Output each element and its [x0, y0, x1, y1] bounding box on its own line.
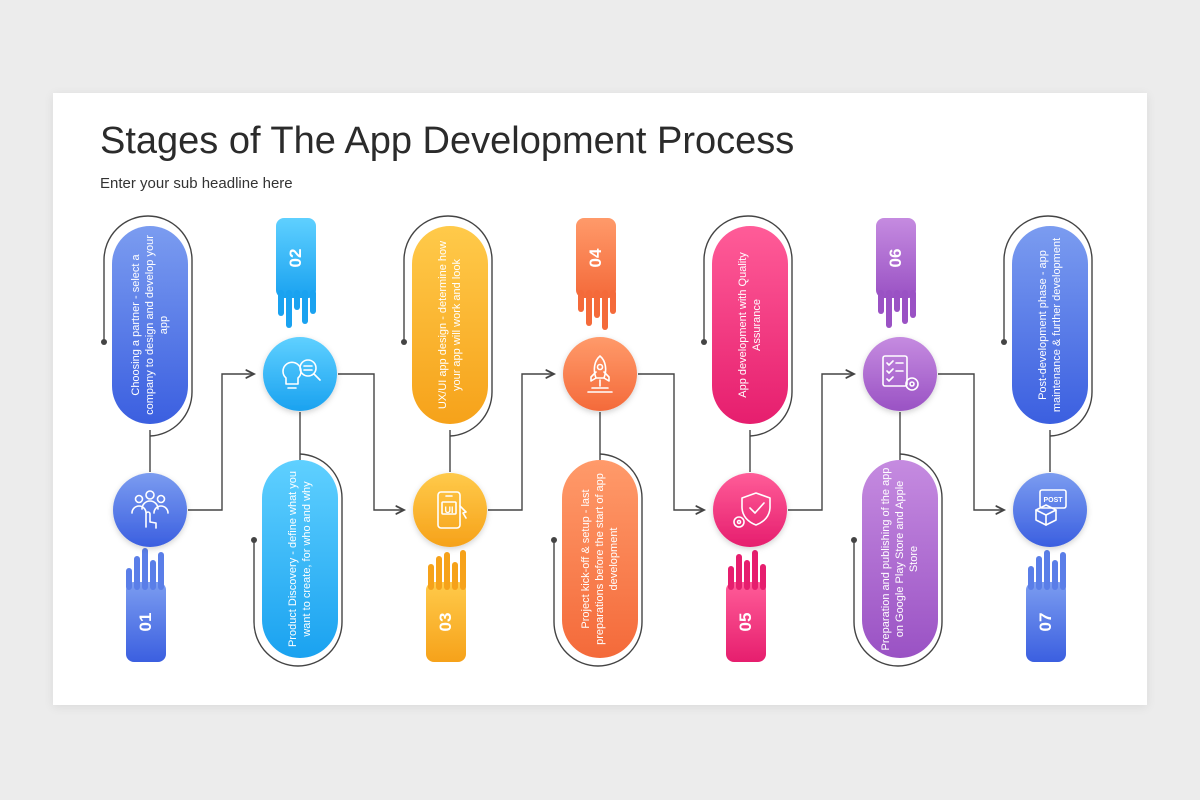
stage-7-circle: [1013, 473, 1087, 547]
page-title: Stages of The App Development Process: [100, 120, 795, 162]
ui-phone-icon: [437, 491, 467, 529]
stage-1-number: 01: [136, 612, 155, 632]
stage-4-text: Project kick-off & setup - last preparat…: [579, 473, 621, 645]
rocket-icon: [587, 355, 613, 393]
stage-2-number: 02: [286, 248, 305, 268]
stage-6-circle: [863, 337, 937, 411]
number-tab-01: [126, 537, 166, 662]
number-tab-07: [1026, 550, 1066, 662]
stage-2-text: Product Discovery - define what you want…: [286, 470, 313, 648]
checklist-gear-icon: [882, 355, 919, 391]
number-tab-03: [426, 550, 466, 662]
stage-2-pill: [262, 460, 338, 658]
post-box-icon: [1035, 489, 1067, 526]
stage-6-pill: [862, 460, 938, 658]
stage-3-number: 03: [436, 612, 455, 632]
idea-search-icon: [282, 359, 321, 389]
team-hand-icon: [131, 490, 169, 529]
stage-7-text: Post-development phase - app maintenance…: [1036, 237, 1063, 413]
stage-4-circle: [563, 337, 637, 411]
page-subtitle: Enter your sub headline here: [100, 175, 293, 192]
stage-5-number: 05: [736, 612, 755, 632]
stage-3-text: UX/UI app design - determine how your ap…: [436, 240, 463, 410]
stage-5-text: App development with Quality Assurance: [736, 252, 763, 398]
stage-6-number: 06: [886, 248, 905, 268]
number-tab-02: [276, 218, 316, 328]
number-tab-04: [576, 218, 616, 330]
shield-gear-icon: [733, 492, 771, 528]
post-icon-label: POST: [1043, 497, 1063, 504]
stage-6-text: Preparation and publishing of the app on…: [879, 467, 921, 651]
stage-3-circle: [413, 473, 487, 547]
ui-icon-label: UI: [445, 505, 454, 515]
stage-4-number: 04: [586, 248, 605, 268]
stage-1-pill: [112, 226, 188, 424]
connector-lines: [103, 215, 1093, 667]
stage-1-text: Choosing a partner - select a company to…: [129, 235, 171, 415]
number-tab-05: [726, 550, 766, 662]
stage-7-pill: [1012, 226, 1088, 424]
stage-7-number: 07: [1036, 612, 1055, 632]
stage-3-pill: [412, 226, 488, 424]
stage-1-circle: [113, 473, 187, 547]
stage-4-pill: [562, 460, 638, 658]
stage-5-pill: [712, 226, 788, 424]
number-tab-06: [876, 218, 916, 328]
stage-5-circle: [713, 473, 787, 547]
